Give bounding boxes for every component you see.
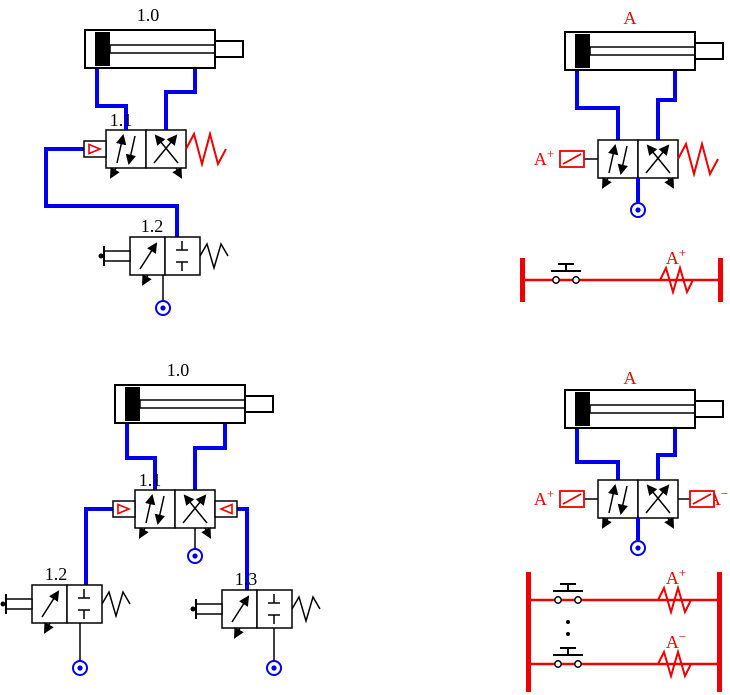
pressure-source-icon <box>630 540 646 556</box>
tube <box>656 70 677 142</box>
tube <box>575 428 620 482</box>
solenoid-icon <box>559 150 585 168</box>
panel-electro-pneumatic-single: A A+ A+ <box>520 8 724 302</box>
panel-pneumatic-double-pilot: 1.0 1.1 1.2 1.3 <box>0 360 321 676</box>
valve-5-2-icon <box>135 490 215 537</box>
valve-3-2-icon <box>130 237 200 284</box>
tube <box>575 70 620 142</box>
spring-icon <box>677 143 719 175</box>
cylinder-label: A <box>624 8 637 28</box>
pressure-source-icon <box>630 202 646 218</box>
bus-bar-right <box>718 258 723 302</box>
valve-label: 1.1 <box>110 110 133 130</box>
bus-bar-left <box>520 258 525 302</box>
pilot-tube <box>44 147 179 239</box>
spring-icon <box>185 133 227 165</box>
panel-electro-pneumatic-double: A A+ A− A+ A− <box>526 368 728 692</box>
valve-label: 1.1 <box>139 470 162 490</box>
cylinder-icon <box>84 29 244 69</box>
push-button-icon <box>0 593 33 615</box>
solenoid-left-label: A+ <box>534 486 554 509</box>
cylinder-icon <box>564 31 724 71</box>
valve-3-2-icon <box>32 585 102 632</box>
push-button-icon <box>189 598 223 620</box>
cylinder-label: 1.0 <box>167 360 190 380</box>
pressure-source-icon <box>72 660 88 676</box>
tube <box>193 423 227 492</box>
spring-icon <box>101 591 131 617</box>
coil-label: A+ <box>666 245 686 268</box>
pressure-source-icon <box>155 300 171 316</box>
solenoid-icon-right <box>689 490 715 508</box>
tube <box>656 428 677 482</box>
panel-pneumatic-direct-control: 1.0 1.1 1.2 <box>44 5 244 316</box>
button-valve-label: 1.2 <box>141 216 164 236</box>
tube <box>125 423 157 492</box>
valve-3-2-icon <box>222 590 292 637</box>
cylinder-label: 1.0 <box>137 5 160 25</box>
push-button-icon <box>97 245 131 267</box>
solenoid-label: A+ <box>534 146 554 169</box>
pilot-icon-left <box>112 500 136 518</box>
cylinder-label: A <box>624 368 637 388</box>
tube <box>95 68 128 132</box>
bus-bar-right <box>717 572 722 692</box>
link-dot <box>566 620 570 624</box>
pressure-source-icon <box>266 660 282 676</box>
button-valve-left-label: 1.2 <box>45 564 68 584</box>
pressure-source-icon <box>187 548 203 564</box>
tube <box>164 68 197 132</box>
pilot-tube-right <box>237 507 249 592</box>
pilot-icon-right <box>214 500 238 518</box>
link-dot <box>566 632 570 636</box>
pilot-tube-left <box>84 507 113 587</box>
spring-icon <box>291 596 321 622</box>
coil-top-label: A+ <box>666 565 686 588</box>
coil-bottom-label: A− <box>666 629 686 652</box>
solenoid-icon-left <box>559 490 585 508</box>
cylinder-icon <box>564 389 724 429</box>
pilot-icon <box>83 140 107 158</box>
spring-icon <box>199 243 229 269</box>
bus-bar-left <box>526 572 531 692</box>
cylinder-icon <box>114 384 274 424</box>
valve-5-2-icon <box>106 130 186 177</box>
button-valve-right-label: 1.3 <box>235 569 258 589</box>
